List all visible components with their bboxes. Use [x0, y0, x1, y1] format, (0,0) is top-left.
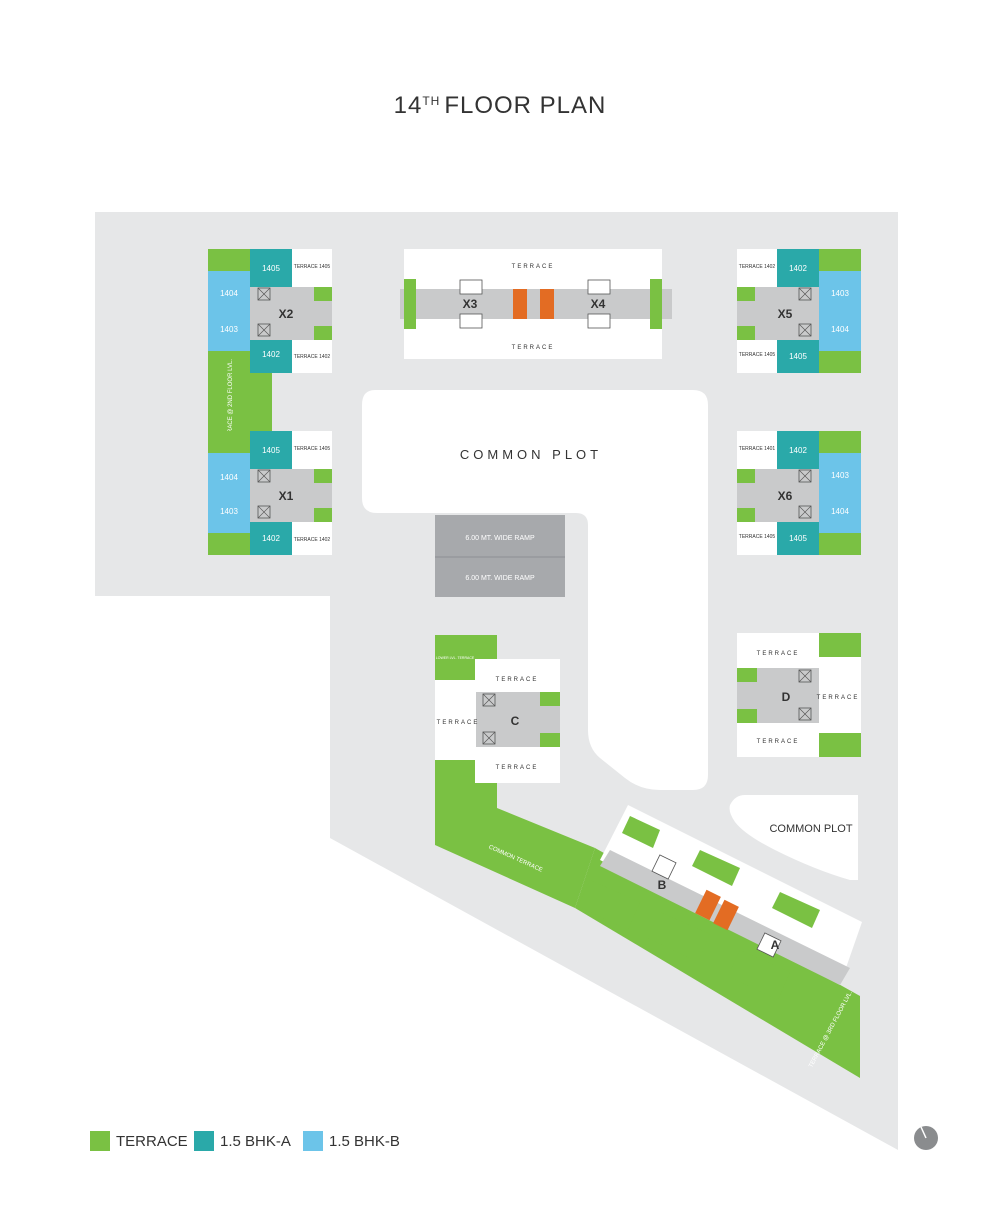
- legend-swatch-bhk-b: [303, 1131, 323, 1151]
- x6-unit-1403: 1403: [831, 471, 849, 480]
- tower-c: [435, 635, 560, 783]
- legend-terrace: TERRACE: [90, 1130, 188, 1152]
- tower-c-terrace-top: TERRACE: [496, 677, 539, 683]
- x1-unit-1404: 1404: [220, 473, 238, 482]
- tower-d-terrace-top: TERRACE: [757, 651, 800, 657]
- ramp-lower-label: 6.00 MT. WIDE RAMP: [465, 575, 535, 582]
- legend-bhk-a: 1.5 BHK-A: [194, 1130, 291, 1152]
- x2-unit-1403: 1403: [220, 325, 238, 334]
- legend-label-terrace: TERRACE: [116, 1132, 188, 1150]
- tower-a-label: A: [771, 938, 780, 952]
- tower-d-terrace-bottom: TERRACE: [757, 739, 800, 745]
- common-plot-small: [729, 795, 858, 880]
- x6-unit-1405: 1405: [789, 534, 807, 543]
- common-plot-main: [362, 390, 708, 790]
- tower-d-terrace-right: TERRACE: [817, 695, 860, 701]
- x3-x4-terrace-bottom: TERRACE: [512, 345, 555, 351]
- tower-c-terrace-left: TERRACE: [437, 720, 480, 726]
- x2-unit-1402: 1402: [262, 350, 280, 359]
- x6-terrace-1401: TERRACE 1401: [739, 446, 776, 452]
- tower-x3-label: X3: [463, 297, 478, 311]
- common-plot-main-label: COMMON PLOT: [460, 447, 602, 462]
- x3-x4-terrace-top: TERRACE: [512, 264, 555, 270]
- legend-bhk-b: 1.5 BHK-B: [303, 1130, 400, 1152]
- tower-x5-label: X5: [778, 307, 793, 321]
- x2-terrace-1402: TERRACE 1402: [294, 354, 331, 360]
- x1-unit-1405: 1405: [262, 446, 280, 455]
- tower-x5: [737, 249, 861, 373]
- tower-x6: [737, 431, 861, 555]
- ramp-upper-label: 6.00 MT. WIDE RAMP: [465, 535, 535, 542]
- tower-x2: [208, 249, 332, 373]
- floor-number: 14: [393, 92, 423, 119]
- tower-c-terrace-bottom: TERRACE: [496, 765, 539, 771]
- tower-x3-x4: [400, 249, 672, 359]
- x1-unit-1402: 1402: [262, 534, 280, 543]
- x5-terrace-1405: TERRACE 1405: [739, 352, 776, 358]
- x2-unit-1404: 1404: [220, 289, 238, 298]
- tower-a-b: [575, 805, 862, 1078]
- x1-terrace-1402: TERRACE 1402: [294, 537, 331, 543]
- ramp-upper: [435, 515, 565, 557]
- terrace-2nd-floor: [208, 373, 250, 431]
- x1-unit-1403: 1403: [220, 507, 238, 516]
- x1-terrace-1405: TERRACE 1405: [294, 446, 331, 452]
- tower-x1: [208, 431, 332, 555]
- tower-c-label: C: [511, 714, 520, 728]
- north-arrow-icon: [914, 1126, 938, 1150]
- x2-unit-1405: 1405: [262, 264, 280, 273]
- x6-unit-1402: 1402: [789, 446, 807, 455]
- tower-x4-label: X4: [591, 297, 606, 311]
- x6-terrace-1405: TERRACE 1405: [739, 534, 776, 540]
- legend-label-bhk-b: 1.5 BHK-B: [329, 1132, 400, 1150]
- x5-unit-1403: 1403: [831, 289, 849, 298]
- x5-unit-1404: 1404: [831, 325, 849, 334]
- title-text: FLOOR PLAN: [444, 92, 607, 119]
- legend-swatch-terrace: [90, 1131, 110, 1151]
- legend-label-bhk-a: 1.5 BHK-A: [220, 1132, 291, 1150]
- tower-d: [737, 633, 861, 757]
- terrace-2nd-floor-label: TERRACE @ 2ND FLOOR LVL.: [228, 359, 234, 445]
- ramp-lower: [435, 557, 565, 597]
- x5-unit-1405: 1405: [789, 352, 807, 361]
- tower-x2-label: X2: [279, 307, 294, 321]
- tower-d-label: D: [782, 690, 791, 704]
- tower-x1-label: X1: [279, 489, 294, 503]
- floor-suffix: TH: [422, 94, 441, 108]
- tower-c-lower-terrace: LOWER LVL. TERRACE: [436, 656, 475, 660]
- tower-b-label: B: [658, 878, 667, 892]
- x2-terrace-1405: TERRACE 1405: [294, 264, 331, 270]
- terrace-2nd-floor-upper: [250, 373, 272, 431]
- x5-terrace-1402: TERRACE 1402: [739, 264, 776, 270]
- common-terrace: [435, 783, 595, 908]
- x6-unit-1404: 1404: [831, 507, 849, 516]
- x5-unit-1402: 1402: [789, 264, 807, 273]
- common-plot-small-label: COMMON PLOT: [769, 823, 852, 835]
- legend-swatch-bhk-a: [194, 1131, 214, 1151]
- tower-x6-label: X6: [778, 489, 793, 503]
